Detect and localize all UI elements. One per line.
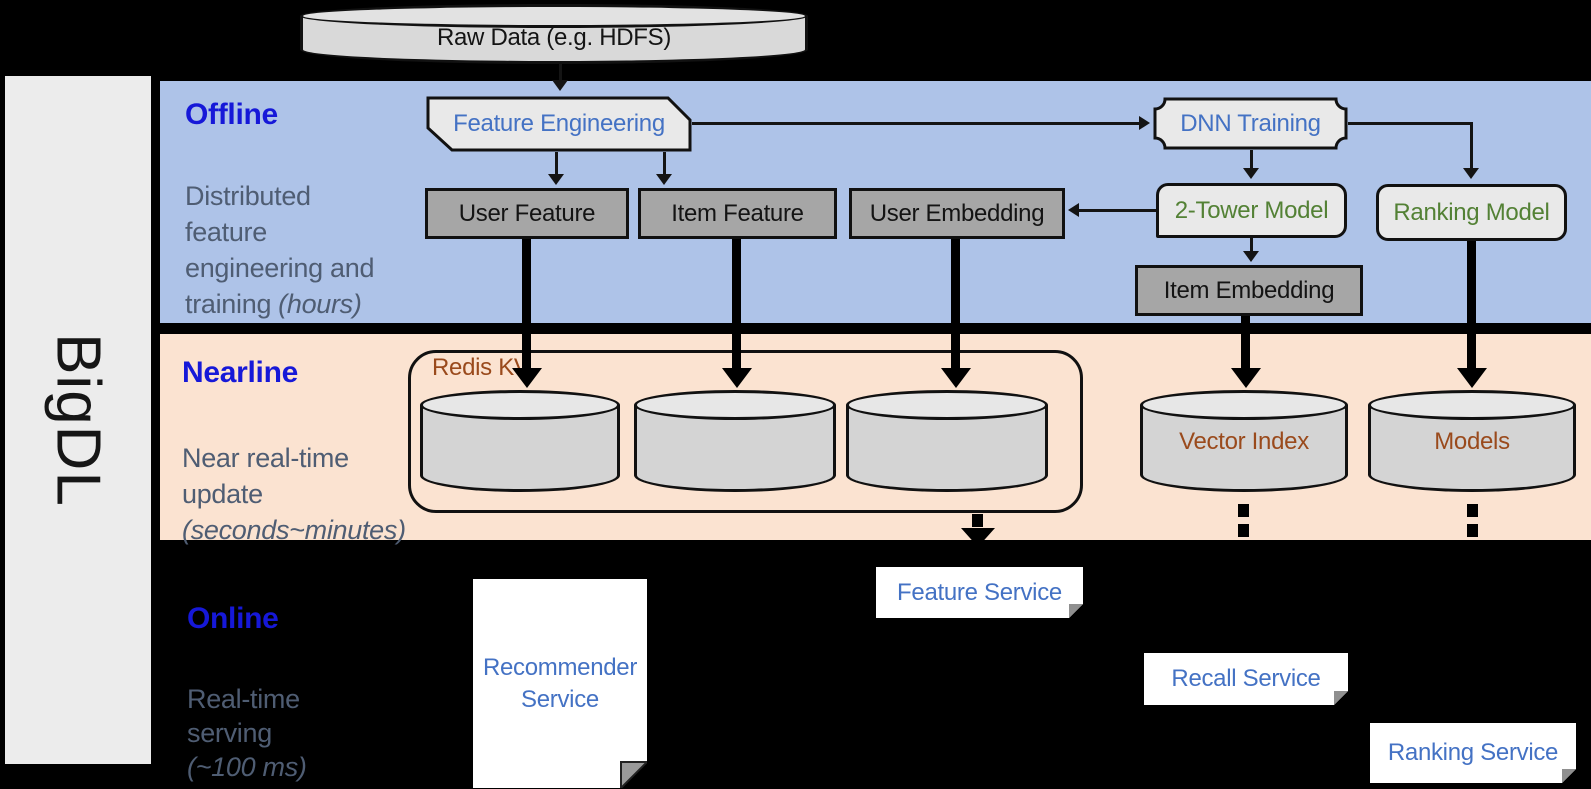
recommender-service-node: Recommender Service — [473, 579, 647, 788]
arrowhead — [548, 174, 564, 185]
arrow-dnn-to-twotower — [1250, 150, 1253, 170]
bigdl-sidebar: BigDL — [5, 76, 151, 764]
pipe-arrowhead — [1231, 368, 1261, 388]
item-embedding-node: Item Embedding — [1135, 265, 1363, 316]
cylinder-top-ellipse — [300, 4, 808, 28]
feature-service-node: Feature Service — [876, 567, 1083, 618]
dashed-link-models-1 — [1467, 504, 1478, 517]
nearline-title: Nearline — [182, 356, 298, 389]
bigdl-logo-text: BigDL — [43, 333, 113, 507]
pipe-userembedding-to-redis3 — [951, 239, 960, 370]
arrow-rawdata-to-fe — [559, 64, 562, 82]
arrowhead — [1068, 203, 1079, 217]
pipe-userfeature-to-redis1 — [522, 239, 531, 370]
arrowhead — [1139, 116, 1150, 130]
recall-service-node: Recall Service — [1144, 653, 1348, 705]
user-feature-label: User Feature — [458, 199, 596, 227]
cylinder-top-ellipse — [846, 390, 1048, 420]
dnn-training-node: DNN Training — [1153, 97, 1348, 150]
models-label: Models — [1434, 428, 1510, 455]
item-embedding-label: Item Embedding — [1163, 276, 1335, 304]
feature-engineering-label: Feature Engineering — [453, 110, 665, 137]
document-shape — [473, 579, 647, 788]
cylinder-top-ellipse — [1140, 390, 1348, 420]
arrowhead — [656, 174, 672, 185]
arrowhead — [1243, 168, 1259, 179]
cylinder-top-ellipse — [420, 390, 620, 420]
redis-db-cylinder-1 — [420, 390, 620, 492]
ranking-service-node: Ranking Service — [1370, 723, 1576, 783]
pipe-itemfeature-to-redis2 — [732, 239, 741, 370]
dashed-link-models-2 — [1467, 524, 1478, 537]
dnn-training-label: DNN Training — [1180, 109, 1321, 137]
recommender-service-label: Recommender Service — [482, 653, 638, 713]
nearline-desc-note: (seconds~minutes) — [182, 515, 406, 545]
arrowhead — [1463, 168, 1479, 179]
arrow-fe-to-itemfeature — [663, 152, 666, 176]
raw-data-label: Raw Data (e.g. HDFS) — [436, 24, 672, 51]
redis-kv-container — [408, 350, 1083, 513]
arrow-dnn-to-rankingmodel-h — [1348, 122, 1473, 125]
offline-desc-main: Distributed feature engineering and trai… — [185, 181, 375, 319]
pipe-arrowhead — [941, 368, 971, 388]
vector-index-label: Vector Index — [1179, 428, 1309, 455]
card-shape — [426, 96, 692, 152]
models-cylinder: Models — [1368, 390, 1576, 492]
cylinder-top-ellipse — [1368, 390, 1576, 420]
offline-desc-note: (hours) — [278, 289, 362, 319]
nearline-description: Near real-time update (seconds~minutes) — [182, 404, 482, 584]
pipe-arrowhead — [512, 368, 542, 388]
ranking-service-label: Ranking Service — [1387, 739, 1559, 766]
cylinder-top-ellipse — [634, 390, 836, 420]
pipe-itemembedding-to-vectorindex — [1241, 316, 1250, 370]
online-description: Real-time serving (~100 ms) — [187, 648, 447, 789]
document-shape — [1370, 723, 1576, 783]
pipe-arrowhead — [1457, 368, 1487, 388]
dashed-link-redis-to-featureservice — [972, 514, 983, 527]
online-desc-main: Real-time serving — [187, 684, 300, 748]
user-embedding-label: User Embedding — [869, 199, 1045, 227]
arrow-fe-to-userfeature — [555, 152, 558, 176]
dashed-arrowhead — [961, 528, 995, 547]
arrowhead — [552, 80, 568, 91]
user-feature-node: User Feature — [425, 188, 629, 239]
vector-index-cylinder: Vector Index — [1140, 390, 1348, 492]
dashed-link-vectorindex-1 — [1238, 504, 1249, 517]
online-title: Online — [187, 602, 279, 635]
two-tower-model-label: 2-Tower Model — [1174, 196, 1329, 224]
document-shape — [1144, 653, 1348, 705]
item-feature-label: Item Feature — [671, 199, 804, 227]
raw-data-cylinder: Raw Data (e.g. HDFS) — [300, 4, 808, 64]
arrow-dnn-to-rankingmodel-v — [1470, 122, 1473, 170]
plaque-shape — [1153, 97, 1348, 150]
ranking-model-node: Ranking Model — [1376, 184, 1567, 241]
two-tower-model-node: 2-Tower Model — [1156, 183, 1347, 238]
item-feature-node: Item Feature — [638, 188, 837, 239]
feature-service-label: Feature Service — [897, 578, 1062, 606]
dashed-link-vectorindex-2 — [1238, 524, 1249, 537]
arrow-twotower-to-itemembedding — [1250, 238, 1253, 253]
offline-title: Offline — [185, 98, 278, 131]
arrowhead — [1243, 251, 1259, 262]
offline-description: Distributed feature engineering and trai… — [185, 142, 445, 322]
arrow-twotower-to-userembedding — [1078, 209, 1156, 212]
user-embedding-node: User Embedding — [849, 188, 1065, 239]
redis-db-cylinder-2 — [634, 390, 836, 492]
ranking-model-label: Ranking Model — [1393, 198, 1550, 226]
pipe-rankingmodel-to-models — [1467, 241, 1476, 370]
redis-db-cylinder-3 — [846, 390, 1048, 492]
arrow-fe-to-dnn — [692, 122, 1140, 125]
document-shape — [876, 567, 1083, 618]
feature-engineering-node: Feature Engineering — [426, 96, 692, 152]
recall-service-label: Recall Service — [1171, 665, 1321, 692]
nearline-desc-main: Near real-time update — [182, 443, 349, 509]
online-desc-note: (~100 ms) — [187, 752, 307, 782]
pipe-arrowhead — [722, 368, 752, 388]
